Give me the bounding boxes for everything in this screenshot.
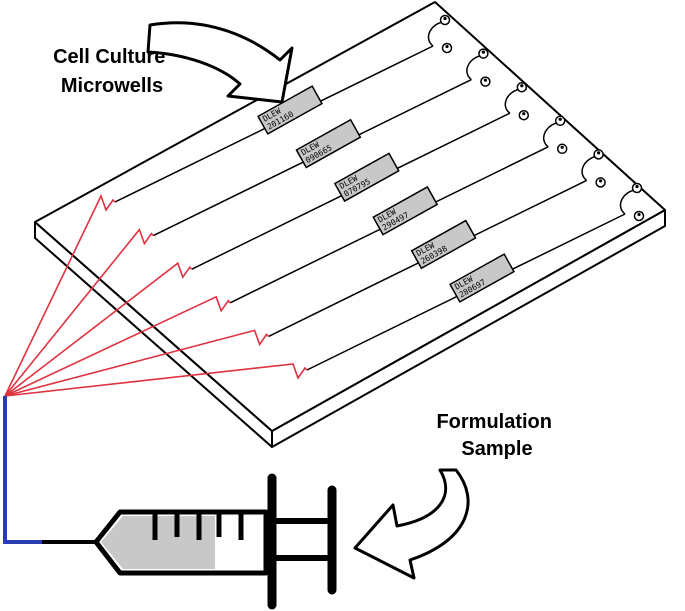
plate-top-face (34, 1, 666, 432)
well-port-top-hole (558, 117, 562, 121)
well-port-bottom-hole (522, 112, 526, 116)
channel-loop (504, 88, 520, 114)
well-port-top-hole (443, 16, 447, 21)
curved-arrow-to-syringe (353, 468, 470, 580)
channel-loop (466, 54, 482, 81)
well-port-bottom-hole (483, 78, 487, 82)
feed-line-4 (4, 295, 231, 397)
chip-body (410, 219, 477, 270)
well-port-top-hole (481, 50, 485, 54)
chip-body (295, 118, 362, 169)
well-port-bottom-hole (637, 212, 641, 217)
label-cell-culture-line1: Cell Culture (53, 46, 165, 68)
feed-line-6 (4, 363, 308, 397)
feed-line-5 (4, 329, 270, 397)
well-port-bottom-hole (560, 145, 564, 149)
well-port-bottom-hole (445, 44, 449, 49)
chip-body (372, 185, 439, 236)
chip-body (333, 152, 400, 203)
syringe (93, 473, 337, 610)
plate (34, 1, 666, 448)
label-cell-culture-line2: Microwells (61, 75, 163, 97)
well-port-top-hole (597, 151, 601, 155)
label-cell-culture: Cell Culture Microwells (53, 46, 171, 97)
feed-line-3 (4, 261, 193, 397)
feed-line-2 (4, 227, 154, 397)
feed-lines (4, 193, 308, 397)
well-port-top-hole (635, 184, 639, 189)
channel-loop (619, 189, 636, 215)
curved-arrow-to-microwells (146, 21, 294, 104)
chip-body (449, 253, 515, 303)
feed-line-1 (4, 193, 116, 397)
label-formulation-line1: Formulation (436, 411, 552, 433)
well-port-bottom-hole (599, 179, 603, 183)
label-formulation: Formulation Sample (436, 411, 557, 460)
channel-loop (543, 122, 559, 148)
tube (3, 396, 42, 544)
label-formulation-line2: Sample (461, 438, 532, 460)
well-port-top-hole (520, 84, 524, 88)
channel-loop (581, 155, 597, 181)
chip-body (257, 85, 323, 135)
syringe-liquid (101, 516, 215, 569)
channel-loop (427, 21, 444, 47)
